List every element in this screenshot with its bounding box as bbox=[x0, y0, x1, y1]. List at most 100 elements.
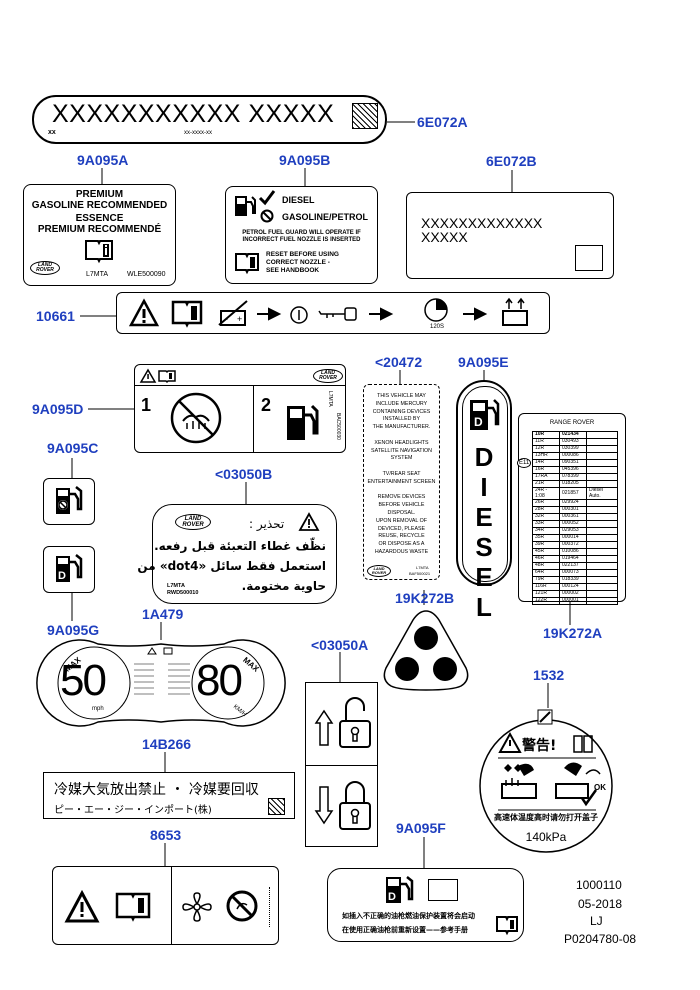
table-cell: Diesel Auto. bbox=[586, 487, 618, 500]
footer-line-4: P0204780-08 bbox=[564, 932, 637, 946]
table-cell bbox=[586, 431, 618, 439]
callout-20472: <20472 bbox=[375, 354, 423, 370]
label-9A095A: PREMIUM GASOLINE RECOMMENDED ESSENCE PRE… bbox=[23, 184, 176, 286]
e-mark-badge: E11 bbox=[517, 458, 532, 468]
footer-line-2: 05-2018 bbox=[578, 897, 623, 911]
table-cell bbox=[586, 569, 618, 577]
label-03050A bbox=[305, 682, 378, 847]
label-9A095D-code: L7MTA bbox=[327, 391, 333, 407]
mercury-text-line: SATELLITE NAVIGATION bbox=[371, 447, 432, 454]
petrol-text: GASOLINE/PETROL bbox=[282, 212, 369, 222]
label-6E072B: XXXXXXXXXXXXX XXXXX bbox=[406, 192, 614, 279]
label-20472-part: BAF500021 bbox=[409, 571, 431, 576]
table-cell bbox=[586, 452, 618, 460]
callout-6E072B: 6E072B bbox=[486, 153, 537, 169]
label-6E072A-mid-text: xx-xxxx-xx bbox=[184, 130, 212, 136]
svg-text:+: + bbox=[237, 314, 242, 324]
reset-line-3: SEE HANDBOOK bbox=[266, 267, 320, 274]
warn-line-1: PETROL FUEL GUARD WILL OPERATE IF bbox=[242, 230, 361, 236]
battery-disconnect-icon: -+ bbox=[218, 300, 248, 326]
table-cell bbox=[586, 583, 618, 591]
refrigerant-line-1: 冷媒大気放出禁止 ・ 冷媒要回収 bbox=[54, 782, 259, 798]
fuel-pump-icon: D bbox=[386, 876, 414, 903]
label-9A095A-part: WLE500090 bbox=[127, 271, 166, 278]
mercury-text-line: ENTERTAINMENT SCREEN bbox=[367, 478, 436, 485]
table-cell bbox=[586, 520, 618, 528]
diesel-letter: E bbox=[475, 502, 493, 532]
table-cell bbox=[586, 562, 618, 570]
svg-text:-: - bbox=[225, 314, 228, 324]
footer-line-1: 1000110 bbox=[576, 878, 622, 892]
label-9A095F: D 如插入不正确的油枪燃油保护装置将会启动 在使用正确油枪前重新设置——参考手册 bbox=[327, 868, 524, 942]
diesel-letter: E bbox=[475, 562, 493, 592]
callout-9A095D: 9A095D bbox=[32, 401, 84, 417]
refrigerant-line-2: ピー・エー・ジー・インポート(株) bbox=[54, 805, 212, 816]
fan-icon bbox=[182, 892, 212, 922]
lock-icon bbox=[314, 781, 371, 830]
callout-9A095B: 9A095B bbox=[279, 152, 331, 168]
callout-9A095E: 9A095E bbox=[458, 354, 509, 370]
blank-rectangle bbox=[428, 879, 458, 901]
svg-text:D: D bbox=[474, 415, 483, 429]
step-number-1: 1 bbox=[141, 395, 152, 415]
check-icon bbox=[258, 190, 276, 206]
prohibited-icon bbox=[260, 209, 274, 223]
fuel-pump-icon: D bbox=[56, 554, 83, 582]
table-cell bbox=[586, 597, 618, 605]
separator-line bbox=[306, 765, 377, 766]
table-title: RANGE ROVER bbox=[549, 420, 595, 426]
separator-line bbox=[253, 385, 254, 452]
diesel-letter: L bbox=[476, 592, 492, 622]
label-9A095A-code: L7MTA bbox=[86, 271, 109, 278]
svg-text:D: D bbox=[58, 570, 66, 582]
table-cell bbox=[586, 459, 618, 467]
label-9A095G: D bbox=[43, 546, 95, 593]
chinese-caution-text: 高速体温度高时请勿打开盖子 bbox=[494, 813, 598, 822]
callout-9A095A: 9A095A bbox=[77, 152, 129, 168]
key-icon bbox=[318, 307, 357, 321]
mercury-text-line: HAZARDOUS WASTE bbox=[374, 548, 429, 555]
warning-triangle-icon bbox=[298, 512, 320, 531]
callout-1532: 1532 bbox=[533, 667, 565, 683]
label-1532 bbox=[479, 709, 613, 853]
label-14B266: 冷媒大気放出禁止 ・ 冷媒要回収 ピー・エー・ジー・インポート(株) bbox=[43, 772, 295, 819]
callout-10661: 10661 bbox=[36, 308, 75, 324]
label-9A095C bbox=[43, 478, 95, 525]
table-cell bbox=[586, 506, 618, 514]
hatch-square bbox=[352, 103, 378, 129]
callout-19K272A: 19K272A bbox=[543, 625, 603, 641]
blank-square bbox=[575, 245, 603, 271]
label-9A095D-part: BAC500030 bbox=[335, 413, 341, 440]
separator-line bbox=[171, 867, 172, 944]
table-cell bbox=[586, 513, 618, 521]
mercury-text-line: DEVICED, PLEASE bbox=[377, 525, 426, 532]
table-cell: 122R bbox=[532, 597, 560, 605]
table-cell bbox=[586, 499, 618, 507]
table-cell bbox=[586, 473, 618, 481]
battery-reconnect-icon bbox=[502, 297, 528, 326]
callout-8653: 8653 bbox=[150, 827, 182, 843]
table-cell bbox=[586, 555, 618, 563]
warning-triangle-icon bbox=[64, 889, 100, 923]
no-open-cap-icon bbox=[170, 392, 222, 444]
unlock-icon bbox=[314, 697, 371, 748]
mercury-text-line: XENON HEADLIGHTS bbox=[374, 439, 429, 446]
arrow-right-icon bbox=[369, 307, 394, 321]
callout-6E072A: 6E072A bbox=[417, 114, 468, 130]
speed-limit-right: 80 bbox=[196, 656, 243, 705]
timer-icon bbox=[424, 298, 448, 322]
premium-line-1: PREMIUM bbox=[75, 189, 124, 200]
callout-03050A: <03050A bbox=[311, 637, 369, 653]
diesel-letter: S bbox=[475, 532, 493, 562]
premium-line-3: ESSENCE bbox=[75, 213, 124, 224]
connector-dot-left bbox=[395, 657, 419, 681]
reset-line-1: RESET BEFORE USING bbox=[266, 251, 339, 258]
arabic-line-3: حاوية مختومة. bbox=[241, 579, 326, 593]
label-10661: -+ 120S bbox=[116, 292, 550, 334]
part-number-vertical bbox=[269, 887, 276, 927]
